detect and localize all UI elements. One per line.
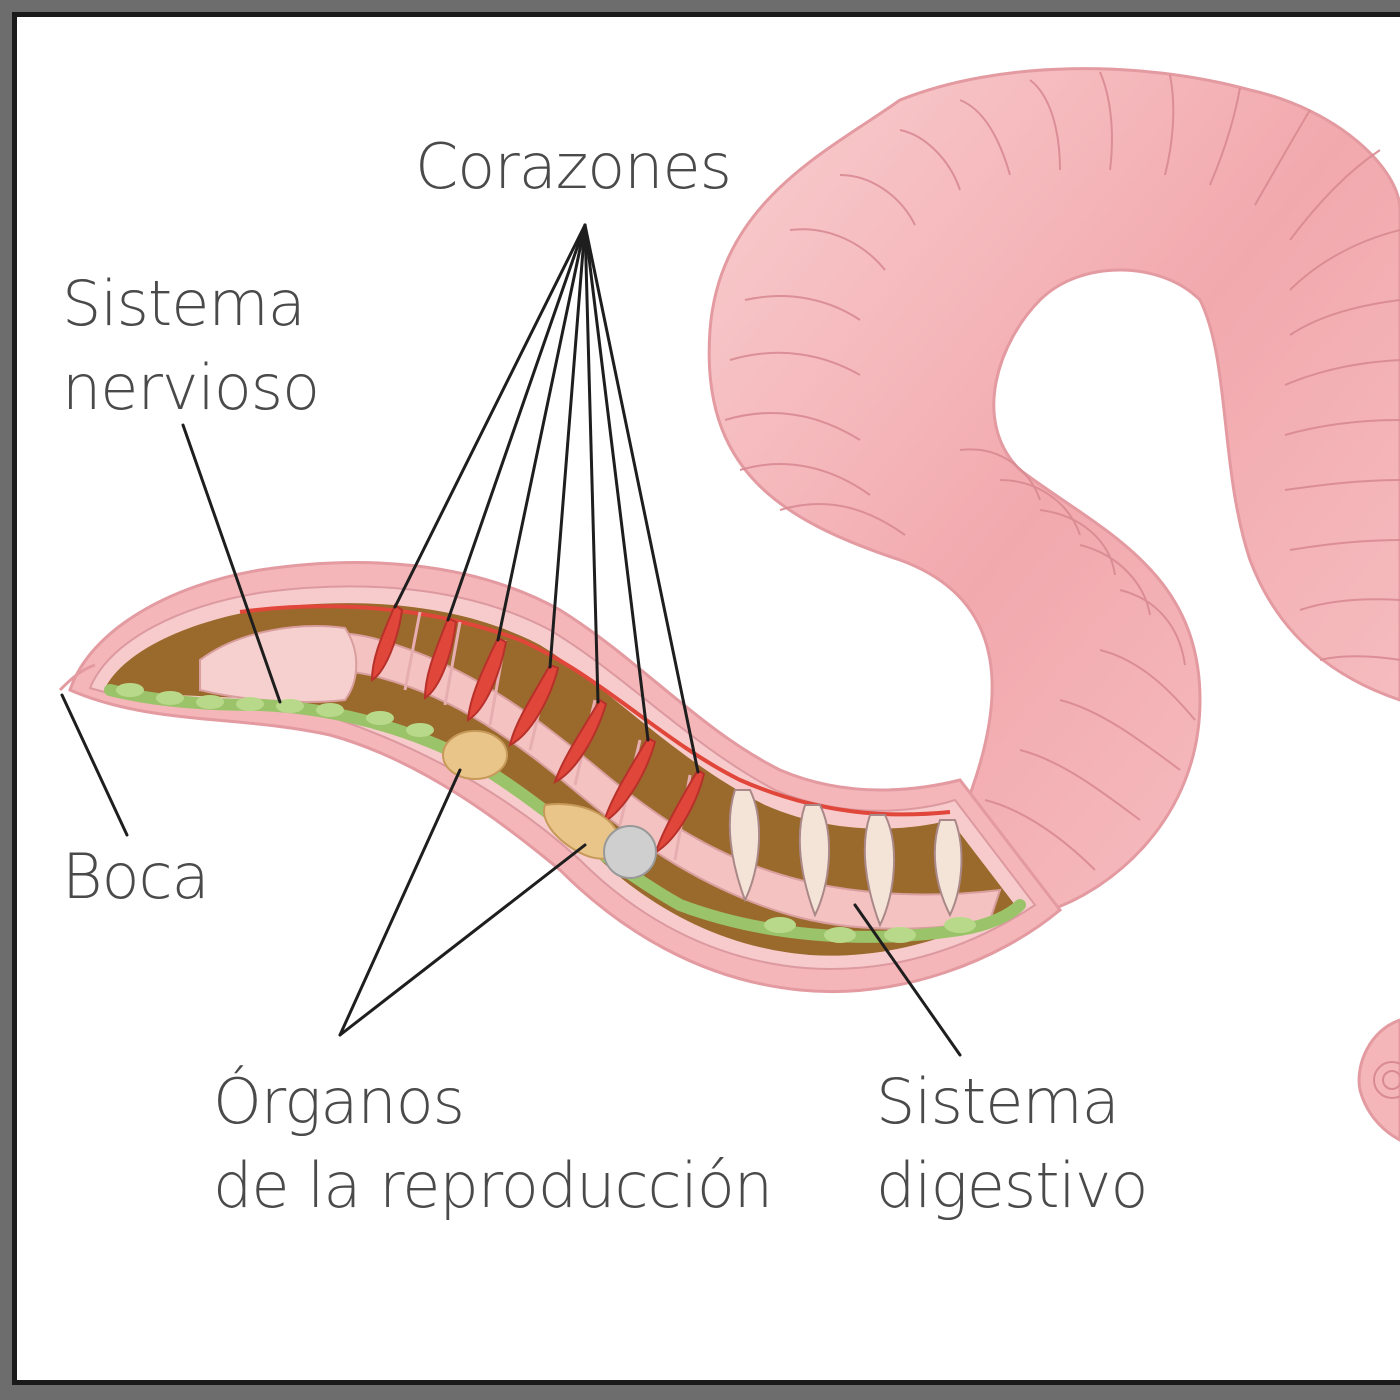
leader-lines xyxy=(60,223,962,1057)
label-sistema-digestivo-line1: Sistema xyxy=(876,1065,1120,1138)
label-sistema-digestivo-line2: digestivo xyxy=(876,1149,1148,1222)
label-sistema-nervioso-line2: nervioso xyxy=(62,351,320,424)
label-sistema-nervioso-line1: Sistema xyxy=(62,267,306,340)
worm-coiled-body xyxy=(707,67,1400,912)
worm-dissected-section xyxy=(58,561,1063,994)
label-boca: Boca xyxy=(62,840,210,913)
worm-tail-fragment xyxy=(1357,1018,1400,1142)
label-organos-line2: de la reproducción xyxy=(213,1149,773,1222)
label-corazones: Corazones xyxy=(415,130,732,203)
reproductive-organs xyxy=(442,730,657,879)
label-organos-line1: Órganos xyxy=(213,1065,465,1138)
